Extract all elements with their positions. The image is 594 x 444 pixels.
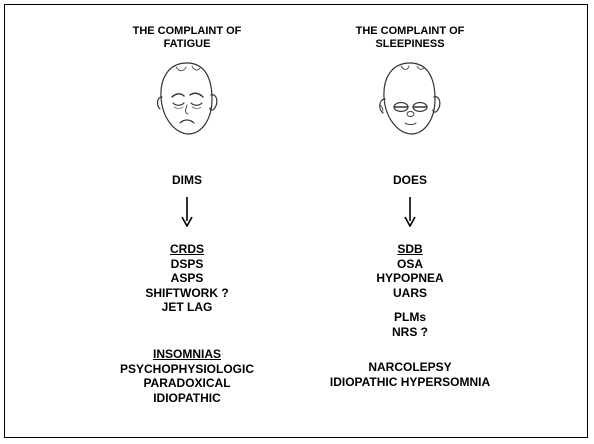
list-item: OSA bbox=[305, 257, 515, 272]
insomnias-heading: INSOMNIAS bbox=[97, 347, 277, 362]
list-item: PARADOXICAL bbox=[97, 376, 277, 391]
dims-label: DIMS bbox=[97, 173, 277, 187]
fatigue-title: THE COMPLAINT OF FATIGUE bbox=[97, 25, 277, 51]
crds-heading: CRDS bbox=[97, 242, 277, 257]
sleepy-face-drawing bbox=[377, 59, 443, 139]
fatigue-title-line1: THE COMPLAINT OF bbox=[97, 25, 277, 38]
sdb-heading: SDB bbox=[305, 242, 515, 257]
list-item: DSPS bbox=[97, 257, 277, 272]
list-item: JET LAG bbox=[97, 300, 277, 315]
down-arrow-icon bbox=[181, 197, 193, 227]
crds-group: CRDS DSPS ASPS SHIFTWORK ? JET LAG bbox=[97, 242, 277, 315]
list-item: HYPOPNEA bbox=[305, 271, 515, 286]
list-item: SHIFTWORK ? bbox=[97, 286, 277, 301]
fatigued-face-drawing bbox=[154, 59, 220, 139]
does-label: DOES bbox=[305, 173, 515, 187]
sleepiness-title-line2: SLEEPINESS bbox=[305, 38, 515, 51]
sdb-group: SDB OSA HYPOPNEA UARS bbox=[305, 242, 515, 300]
list-item: UARS bbox=[305, 286, 515, 301]
list-item: ASPS bbox=[97, 271, 277, 286]
list-item: PSYCHOPHYSIOLOGIC bbox=[97, 362, 277, 377]
slide: THE COMPLAINT OF FATIGUE bbox=[4, 4, 588, 438]
sleepiness-title: THE COMPLAINT OF SLEEPINESS bbox=[305, 25, 515, 51]
down-arrow-icon bbox=[404, 197, 416, 227]
hypersomnia-group: NARCOLEPSY IDIOPATHIC HYPERSOMNIA bbox=[305, 360, 515, 389]
sleepiness-title-line1: THE COMPLAINT OF bbox=[305, 25, 515, 38]
list-item: NRS ? bbox=[305, 325, 515, 340]
list-item: IDIOPATHIC HYPERSOMNIA bbox=[305, 375, 515, 390]
list-item: NARCOLEPSY bbox=[305, 360, 515, 375]
insomnias-group: INSOMNIAS PSYCHOPHYSIOLOGIC PARADOXICAL … bbox=[97, 347, 277, 405]
list-item: IDIOPATHIC bbox=[97, 391, 277, 406]
fatigue-title-line2: FATIGUE bbox=[97, 38, 277, 51]
list-item: PLMs bbox=[305, 310, 515, 325]
movement-group: PLMs NRS ? bbox=[305, 310, 515, 339]
